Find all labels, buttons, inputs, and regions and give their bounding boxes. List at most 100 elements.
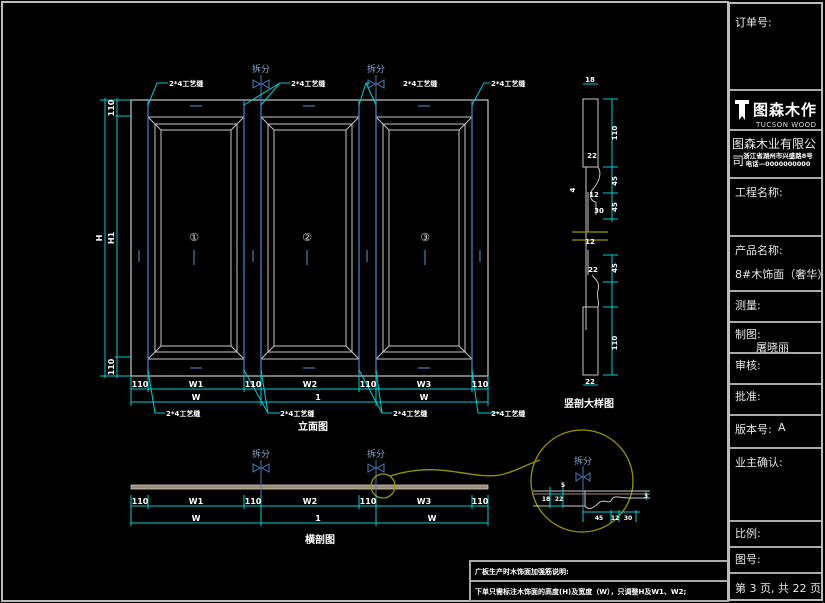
dim-elev-h-0: 110 [132,380,149,389]
dim-hsec-h-1: W1 [189,497,204,506]
vsec-dim-1: 22 [587,152,597,160]
drawing-no-label: 图号: [735,553,761,566]
dim-elev-v-0: 110 [107,99,116,116]
vsec-dim-7: 45 [611,202,619,212]
survey-cell: 测量: [730,292,821,323]
title-block: 订单号: 图森木作 TUCSON WOOD 图森木业有限公司 浙江省湖州市兴盛路… [728,2,825,601]
detail-callout-circle [370,473,396,499]
elevation-view: 拆分 拆分 ① ② ③ 2*4工艺缝 2*4工艺缝 2*4工艺缝 2*4工艺缝 [95,63,525,433]
dim-elev-h-1: W1 [189,380,204,389]
vsec-dim-0: 18 [585,76,595,84]
vsec-dim-11: 110 [611,336,619,351]
vsec-dim-2: 110 [611,126,619,141]
version-value: A [778,421,786,434]
vsec-dim-10: 45 [611,263,619,273]
notes-divider [471,580,729,582]
brand-name-en: TUCSON WOOD [756,121,817,129]
owner-confirm-label: 业主确认: [735,456,783,469]
vsec-dim-5: 12 [589,191,599,199]
groove-label-top-3: 2*4工艺缝 [403,79,437,88]
brand-logo-icon [735,99,749,120]
project-name-label: 工程名称: [735,186,783,199]
version-cell: 版本号: A [730,416,821,449]
dim-elev-total-mid: 1 [315,393,321,402]
logo-cell: 图森木作 TUCSON WOOD [730,91,821,131]
detail-dim-5: 30 [624,515,632,522]
review-label: 审核: [735,359,761,372]
note-line-2: 下单只需标注木饰面的高度(H)及宽度（W），只调整H及W1、W2; [475,588,687,596]
dim-elev-h-3: W2 [303,380,317,389]
panel-number-1: ① [189,231,199,244]
horizontal-section-title: 横剖图 [305,533,335,546]
split-label-2: 拆分 [367,63,385,75]
page-info: 第 3 页, 共 22 页 [735,582,821,595]
scale-cell: 比例: [730,522,821,548]
hsec-split-label-2: 拆分 [367,448,385,460]
split-markers [252,75,385,100]
groove-leaders-bottom [147,369,500,414]
dim-hsec-total-right: W [428,514,437,523]
detail-dim-0: 5 [561,482,565,489]
groove-label-top-1: 2*4工艺缝 [169,79,203,88]
groove-leaders-top [147,82,490,106]
review-cell: 审核: [730,354,821,385]
page-info-cell: 第 3 页, 共 22 页 [730,574,821,601]
groove-label-bottom-4: 2*4工艺缝 [491,409,525,418]
vsec-dim-3: 45 [611,176,619,186]
product-name-label: 产品名称: [735,244,783,257]
scale-label: 比例: [735,527,761,540]
drawing-no-cell: 图号: [730,548,821,574]
vertical-section-title: 竖剖大样图 [564,397,614,410]
groove-label-bottom-1: 2*4工艺缝 [166,409,200,418]
drafter-value: 屠晓丽 [756,341,789,354]
dim-elev-total-right: W [420,393,429,402]
groove-label-top-2: 2*4工艺缝 [291,79,325,88]
detail-dim-1: 18 [542,496,550,503]
notes-box: 广板生产时木饰面加强筋说明: 下单只需标注木饰面的高度(H)及宽度（W），只调整… [469,560,729,602]
survey-label: 测量: [735,299,761,312]
detail-view: 拆分 5 18 22 45 12 30 3 [530,429,650,533]
owner-confirm-cell: 业主确认: [730,449,821,522]
panel-number-3: ③ [420,231,430,244]
approve-cell: 批准: [730,385,821,416]
company-name: 图森木业有限公司 [732,137,817,168]
dim-hsec-total-mid: 1 [315,514,321,523]
split-label-1: 拆分 [252,63,270,75]
detail-dim-3: 45 [595,515,603,522]
section-profile [130,484,489,490]
dim-hsec-h-0: 110 [132,497,149,506]
horizontal-section-view: 拆分 拆分 110 W1 110 W2 110 W3 110 W 1 W 横剖图 [130,448,541,546]
dim-hsec-h-6: 110 [472,497,489,506]
groove-lines [147,100,473,376]
dim-hsec-h-2: 110 [245,497,262,506]
vsec-dim-12: 22 [585,378,595,386]
dim-elev-h-5: W3 [417,380,431,389]
elevation-outline [130,99,489,377]
dim-hsec-h-5: W3 [417,497,431,506]
panel-number-2: ② [302,231,312,244]
company-address: 浙江省湖州市兴盛路8号 [743,152,813,160]
dim-elev-v-2: 110 [107,358,116,375]
approve-label: 批准: [735,390,761,403]
grain-arrows [138,105,481,369]
brand-name-cn: 图森木作 [753,101,818,119]
company-contact: 浙江省湖州市兴盛路8号 电话—0000000000 [734,152,822,168]
dim-elev-total-h: H [95,235,104,242]
drafter-label: 制图: [735,328,761,341]
dim-elev-v-1: H1 [107,231,116,244]
groove-label-bottom-3: 2*4工艺缝 [393,409,427,418]
vertical-section-view: 18 22 110 45 4 12 30 45 12 22 45 110 22 … [564,76,619,410]
elevation-dim-lines-v [100,98,131,378]
brand-logo: 图森木作 [735,99,817,120]
dim-elev-h-6: 110 [472,380,489,389]
detail-dim-6: 3 [644,493,648,500]
company-cell: 图森木业有限公司 浙江省湖州市兴盛路8号 电话—0000000000 [730,131,821,179]
vsec-dim-9: 22 [588,266,598,274]
groove-label-bottom-2: 2*4工艺缝 [280,409,314,418]
elevation-title: 立面图 [298,420,328,433]
drafter-cell: 制图: 屠晓丽 [730,323,821,354]
vsec-dim-8: 12 [585,238,595,246]
version-label: 版本号: [735,423,772,436]
dim-hsec-total-left: W [192,514,201,523]
